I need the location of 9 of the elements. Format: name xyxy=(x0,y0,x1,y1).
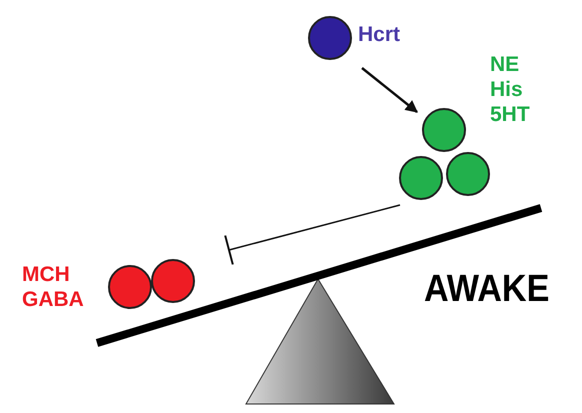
neurotransmitter-label: 5HT xyxy=(490,102,530,127)
neurotransmitter-label: NE xyxy=(490,52,520,77)
neurotransmitter-label: GABA xyxy=(22,287,84,312)
arrow xyxy=(361,67,418,113)
neurotransmitter-label: His xyxy=(490,77,523,102)
neurotransmitter-label: Hcrt xyxy=(358,22,400,47)
inhibition-line xyxy=(224,204,400,265)
state-label: AWAKE xyxy=(424,268,550,311)
neurotransmitter-label: MCH xyxy=(22,262,70,287)
